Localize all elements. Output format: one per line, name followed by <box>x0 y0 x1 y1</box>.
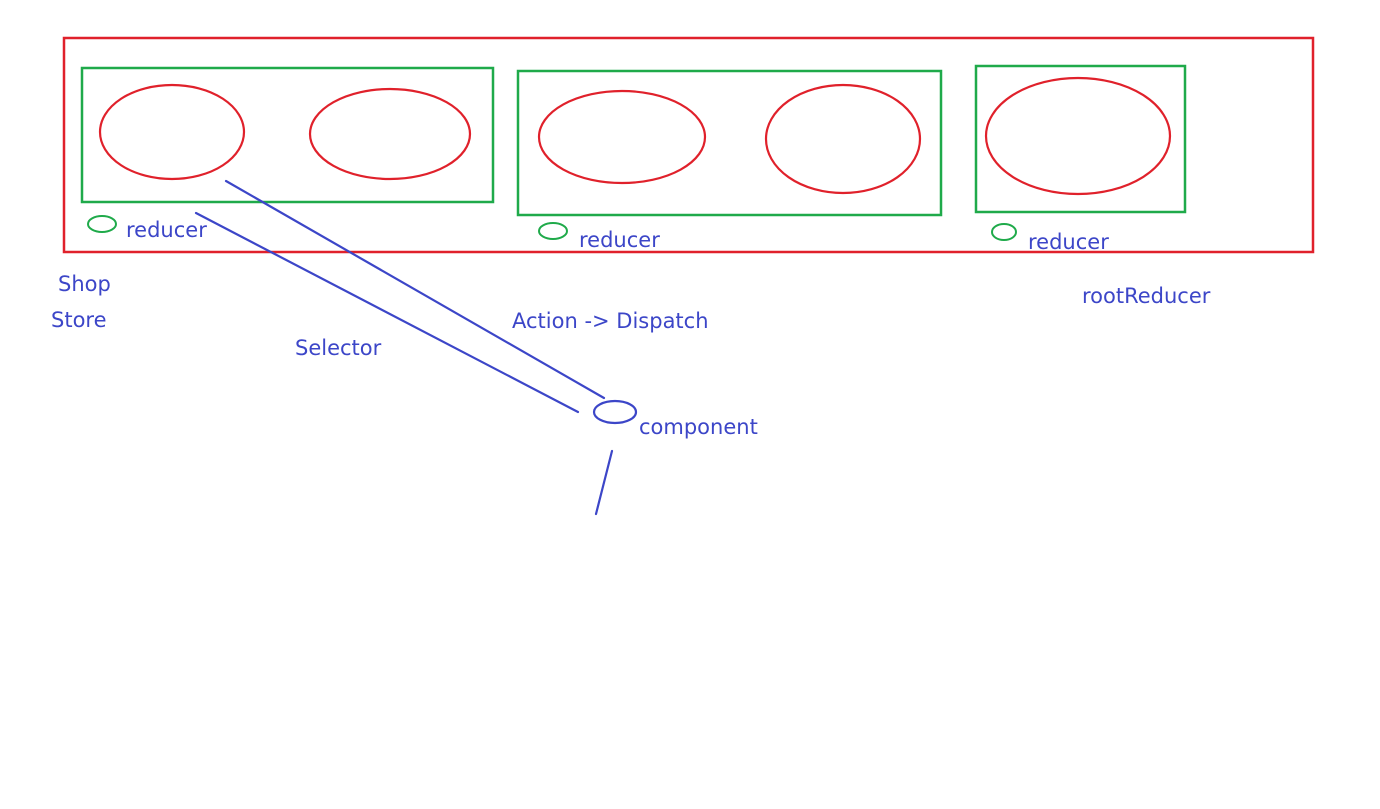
component-stem-line <box>594 449 614 516</box>
component-label: component <box>639 415 758 439</box>
slice-box <box>80 66 495 204</box>
state-item <box>308 87 472 181</box>
state-item <box>764 83 922 195</box>
store-label-line1: Shop <box>58 272 111 296</box>
reducer-marker <box>538 222 568 240</box>
store-label-line2: Store <box>51 308 107 332</box>
selector-line <box>194 211 580 414</box>
action-dispatch-line <box>224 179 606 400</box>
reducer-marker <box>87 215 117 233</box>
slice-3: reducer <box>974 64 1187 254</box>
state-item <box>98 83 246 181</box>
slice-2: reducer <box>516 69 943 252</box>
action-dispatch-label: Action -> Dispatch <box>512 309 709 333</box>
slice-box <box>974 64 1187 214</box>
reducer-label: reducer <box>579 228 660 252</box>
reducer-label: reducer <box>126 218 207 242</box>
store-box <box>62 36 1315 254</box>
root-reducer-label: rootReducer <box>1082 284 1211 308</box>
reducer-label: reducer <box>1028 230 1109 254</box>
state-item <box>537 89 707 185</box>
state-item <box>984 76 1172 196</box>
selector-label: Selector <box>295 336 382 360</box>
reducer-marker <box>991 223 1017 241</box>
component-node <box>592 399 638 425</box>
slice-box <box>516 69 943 217</box>
slice-1: reducer <box>80 66 495 242</box>
